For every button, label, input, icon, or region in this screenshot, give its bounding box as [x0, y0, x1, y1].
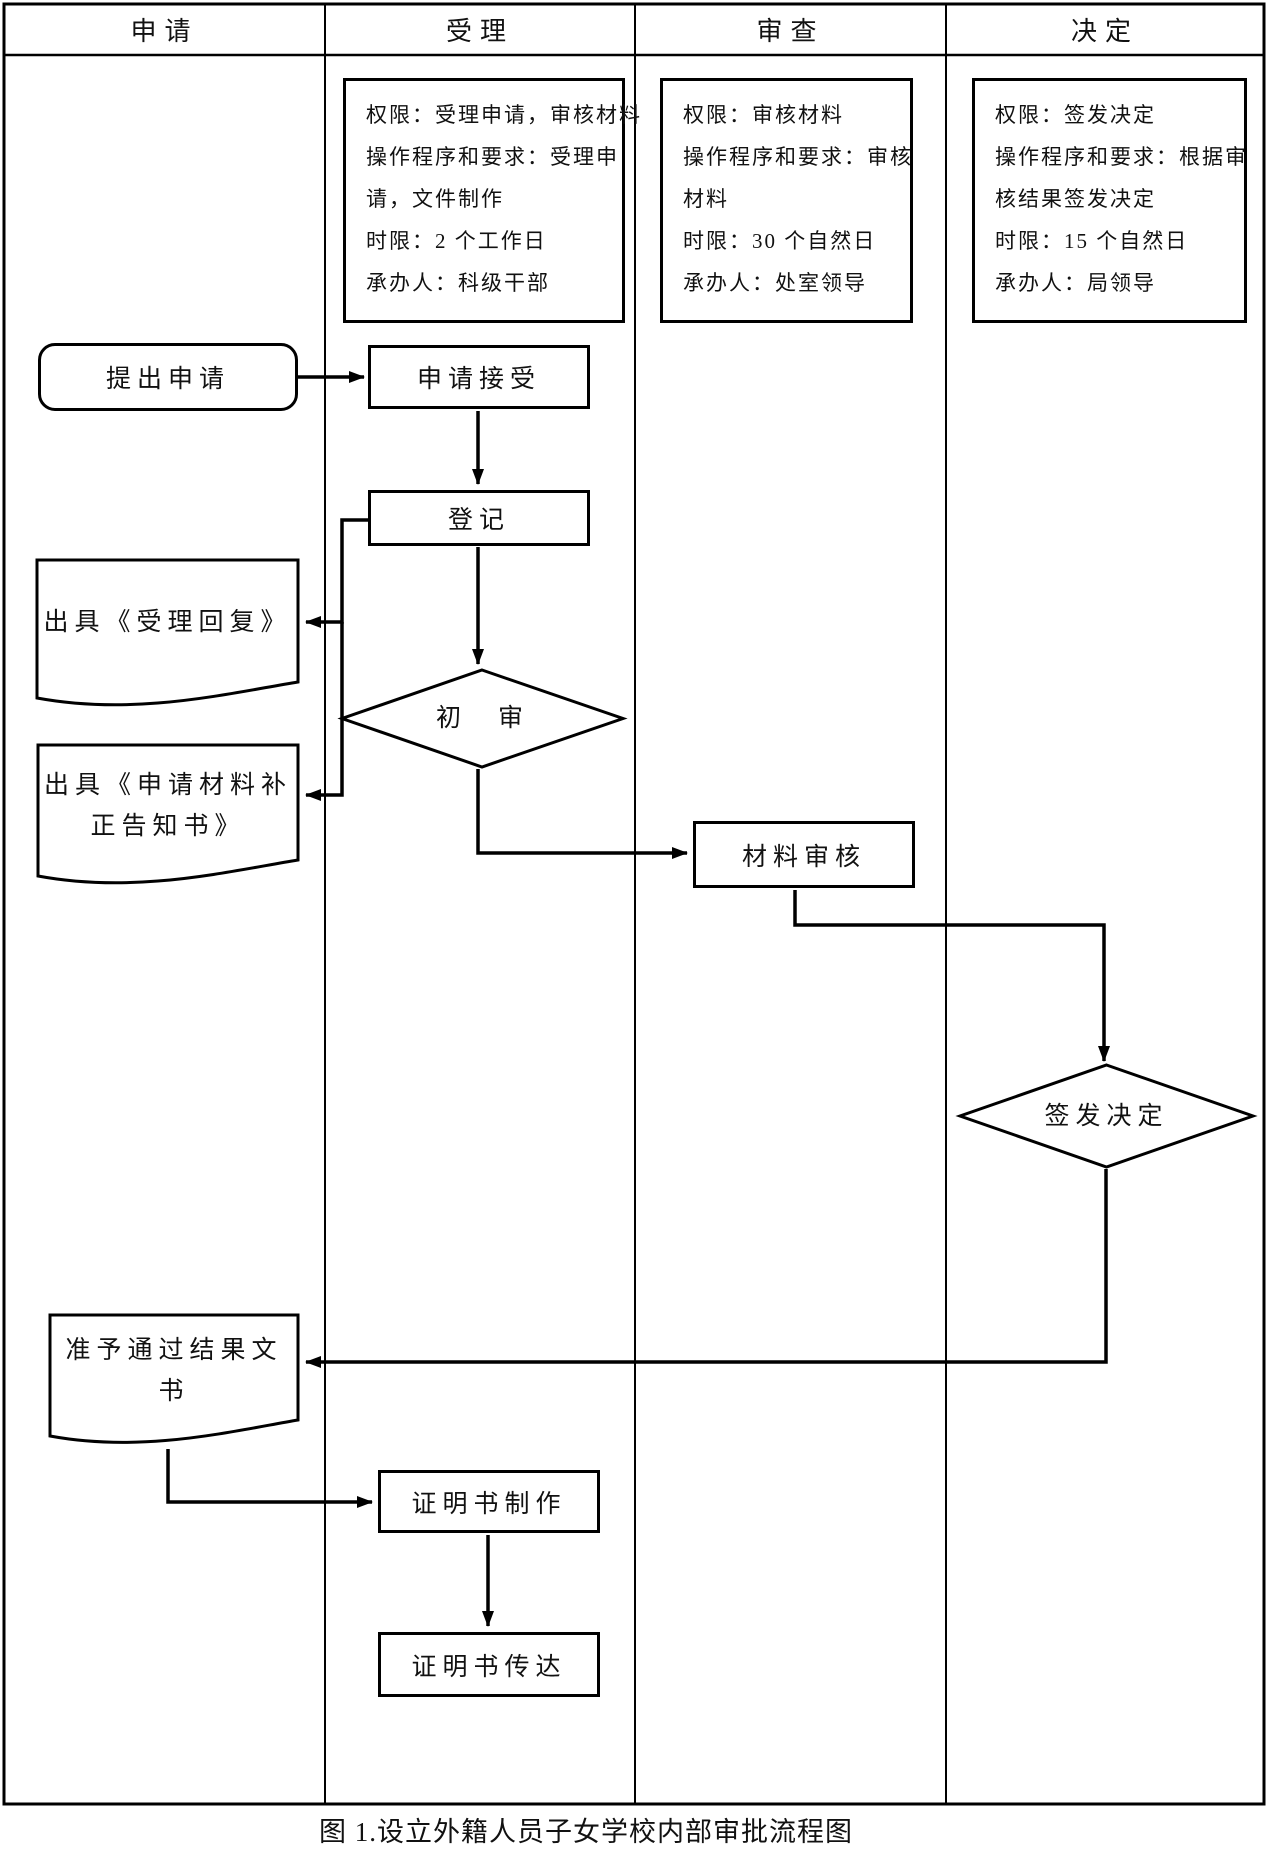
lane-header-decide: 决定	[1070, 17, 1139, 46]
connector-register-to-reply-document	[305, 518, 368, 628]
sign-decision-diamond-shape	[955, 1063, 1258, 1169]
node-application-accepted: 申请接受	[368, 345, 590, 409]
info-line: 承办人：局领导	[995, 271, 1156, 295]
node-result-document-label: 准予通过结果文 书	[50, 1325, 298, 1417]
figure-caption: 图 1.设立外籍人员子女学校内部审批流程图	[319, 1817, 853, 1847]
connector-material-review-to-sign-decision	[793, 890, 1110, 1062]
info-line: 时限：30 个自然日	[683, 229, 877, 253]
node-supplement-notice-document-label: 出具《申请材料补 正告知书》	[38, 752, 298, 860]
info-line: 操作程序和要求：审核	[683, 145, 913, 169]
info-line: 权限：审核材料	[683, 103, 844, 127]
document-text-line1: 准予通过结果文	[65, 1337, 283, 1364]
info-line: 承办人：处室领导	[683, 271, 867, 295]
document-text-line1: 出具《申请材料补	[43, 772, 292, 799]
document-text: 出具《受理回复》	[43, 609, 292, 636]
document-text-line2: 正告知书》	[90, 813, 246, 840]
info-box-decide: 权限：签发决定 操作程序和要求：根据审 核结果签发决定 时限：15 个自然日 承…	[972, 78, 1247, 323]
document-text-line2: 书	[158, 1378, 190, 1405]
node-register: 登记	[368, 490, 590, 546]
node-propose-application: 提出申请	[38, 343, 298, 411]
lane-header-apply: 申请	[130, 17, 199, 46]
connector-review-to-supplement-document	[305, 622, 344, 801]
info-line: 承办人：科级干部	[366, 271, 550, 295]
info-box-accept: 权限：受理申请，审核材料 操作程序和要求：受理申 请，文件制作 时限：2 个工作…	[343, 78, 642, 323]
node-reply-document-label: 出具《受理回复》	[37, 565, 298, 680]
connector-result-document-to-cert-make	[166, 1449, 373, 1508]
info-line: 核结果签发决定	[995, 187, 1156, 211]
info-line: 操作程序和要求：受理申	[366, 145, 619, 169]
lane-header-review: 审查	[756, 17, 825, 46]
info-line: 权限：受理申请，审核材料	[366, 103, 642, 127]
info-line: 请，文件制作	[366, 187, 504, 211]
supplement-notice-document-shape	[36, 743, 300, 885]
node-certificate-production: 证明书制作	[378, 1470, 600, 1533]
reply-document-shape	[35, 558, 300, 707]
info-line: 时限：15 个自然日	[995, 229, 1189, 253]
connector-sign-decision-to-result-document	[305, 1169, 1108, 1368]
node-preliminary-review-label: 初 审	[342, 670, 623, 767]
info-line: 操作程序和要求：根据审	[995, 145, 1248, 169]
info-line: 时限：2 个工作日	[366, 229, 547, 253]
decision-text: 初 审	[435, 705, 529, 732]
lane-header-accept: 受理	[445, 17, 514, 46]
node-sign-decision-label: 签发决定	[960, 1065, 1253, 1167]
info-box-review: 权限：审核材料 操作程序和要求：审核 材料 时限：30 个自然日 承办人：处室领…	[660, 78, 913, 323]
result-document-shape	[48, 1313, 300, 1444]
decision-text: 签发决定	[1044, 1102, 1169, 1130]
node-material-review: 材料审核	[693, 821, 915, 888]
connector-preliminary-review-to-material-review	[476, 769, 688, 859]
node-certificate-delivery: 证明书传达	[378, 1632, 600, 1697]
info-line: 权限：签发决定	[995, 103, 1156, 127]
preliminary-review-diamond-shape	[337, 668, 628, 769]
info-line: 材料	[683, 187, 729, 211]
